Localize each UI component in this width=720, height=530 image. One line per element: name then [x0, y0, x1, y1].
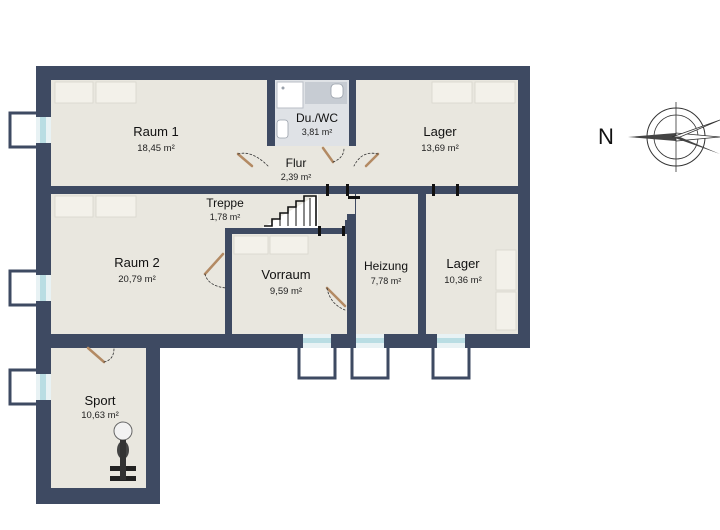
room-area-heizung: 7,78 m²	[371, 276, 402, 286]
window-raum-2	[8, 269, 51, 307]
room-area-flur: 2,39 m²	[281, 172, 312, 182]
room-area-vorraum: 9,59 m²	[270, 286, 302, 297]
room-name-raum-2: Raum 2	[114, 255, 160, 270]
room-name-vorraum: Vorraum	[261, 267, 310, 282]
compass-rose-icon	[628, 102, 720, 172]
shelf-lager-top-a	[431, 81, 473, 104]
room-area-sport: 10,63 m²	[81, 410, 119, 421]
door-du-wc	[321, 146, 345, 164]
door-lager-top	[353, 152, 380, 168]
windows-south	[297, 334, 471, 380]
room-name-sport: Sport	[84, 393, 115, 408]
room-area-lager-top: 13,69 m²	[421, 143, 459, 154]
shelf-lager-right-b	[495, 291, 517, 331]
door-sport	[86, 346, 115, 364]
exercise-bike-icon	[110, 421, 136, 481]
staircase	[262, 194, 318, 228]
compass-north-label: N	[598, 124, 614, 149]
toilet-icon	[330, 83, 344, 99]
floor-heizung	[356, 194, 418, 334]
room-area-lager-right: 10,36 m²	[444, 275, 482, 286]
room-name-lager-right: Lager	[446, 256, 480, 271]
shelf-lager-top-b	[474, 81, 516, 104]
room-name-heizung: Heizung	[364, 259, 408, 273]
shelf-raum-1-b	[95, 81, 137, 104]
bathroom-fixtures	[276, 81, 347, 139]
window-lager-right	[431, 334, 471, 380]
floor-flur	[232, 146, 360, 186]
doors	[86, 146, 459, 364]
windows-west	[8, 111, 51, 406]
room-name-du-wc: Du./WC	[296, 111, 338, 125]
window-sport	[8, 368, 51, 406]
door-heizung	[325, 286, 347, 311]
door-raum-2	[203, 252, 227, 289]
window-vorraum	[297, 334, 337, 380]
room-area-raum-2: 20,79 m²	[118, 274, 156, 285]
window-raum-1	[8, 111, 51, 149]
shelf-raum-2-b	[95, 195, 137, 218]
shelf-raum-1-a	[54, 81, 94, 104]
shelf-lager-right-a	[495, 249, 517, 291]
room-name-raum-1: Raum 1	[133, 124, 179, 139]
room-labels: Raum 1 18,45 m² Du./WC 3,81 m² Lager 13,…	[81, 111, 482, 421]
furniture	[54, 81, 517, 331]
door-raum-1	[236, 152, 269, 168]
room-area-treppe: 1,78 m²	[210, 212, 241, 222]
room-area-du-wc: 3,81 m²	[302, 127, 333, 137]
room-name-flur: Flur	[286, 156, 307, 170]
washbasin-icon	[276, 119, 289, 139]
room-name-lager-top: Lager	[423, 124, 457, 139]
shower-tray	[276, 81, 304, 109]
room-area-raum-1: 18,45 m²	[137, 143, 175, 154]
compass: N	[598, 102, 720, 172]
floor-flur-right	[345, 186, 355, 220]
window-heizung	[350, 334, 390, 380]
interior-walls	[51, 80, 518, 348]
shelf-vorraum-a	[233, 235, 269, 255]
shelf-raum-2-a	[54, 195, 94, 218]
room-name-treppe: Treppe	[206, 196, 244, 210]
door-frames	[318, 184, 459, 236]
floor-sport	[51, 348, 146, 488]
shelf-vorraum-b	[269, 235, 309, 255]
